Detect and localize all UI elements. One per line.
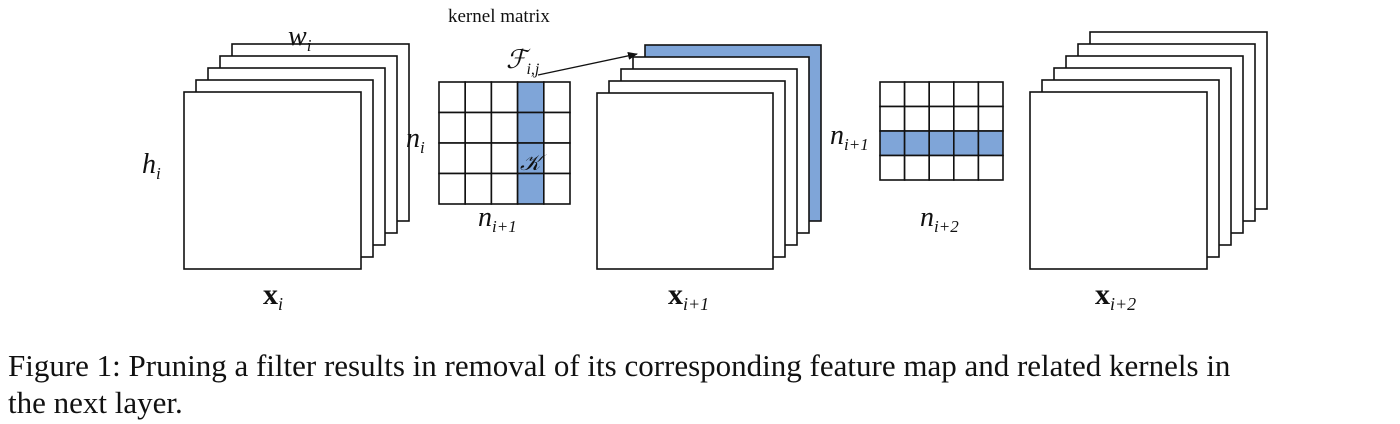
label-h-i: hi — [142, 149, 161, 183]
filter-arrow — [537, 51, 638, 76]
kernel-matrix-1 — [438, 81, 571, 205]
kernel-matrix-1-cell-2-2 — [490, 142, 519, 175]
kernel-matrix-1-cell-0-4 — [542, 81, 571, 114]
kernel-matrix-1-cell-0-1 — [464, 81, 493, 114]
kernel-matrix-1-cell-3-4 — [542, 172, 571, 205]
x-i-feature-maps — [183, 43, 410, 270]
label-x-i1: xi+1 — [668, 278, 709, 314]
label-w-i: wi — [288, 21, 312, 55]
kernel-matrix-2-cell-2-4 — [977, 130, 1004, 157]
kernel-matrix-2-cell-3-3 — [952, 154, 980, 181]
kernel-matrix-2-cell-2-2 — [928, 130, 955, 157]
kernel-matrix-2-cell-2-0 — [879, 130, 906, 157]
kernel-matrix-2-cell-2-3 — [952, 130, 980, 157]
x-i-map-0 — [183, 91, 362, 270]
kernel-matrix-2-cell-0-3 — [952, 81, 980, 108]
kernel-matrix-1-cell-3-3 — [516, 172, 545, 205]
x-i2-feature-maps — [1029, 31, 1268, 270]
label-n-i: ni — [406, 123, 425, 157]
label-x-i2: xi+2 — [1095, 278, 1136, 314]
kernel-matrix-2-cell-3-2 — [928, 154, 955, 181]
kernel-matrix-1-cell-3-1 — [464, 172, 493, 205]
caption-line-1: Figure 1: Pruning a filter results in re… — [8, 348, 1231, 383]
kernel-matrix-1-cell-3-2 — [490, 172, 519, 205]
label-n-i2: ni+2 — [920, 202, 959, 236]
kernel-matrix-2-cell-0-0 — [879, 81, 906, 108]
x-i1-map-0 — [596, 92, 774, 270]
label-n-i1-bottom: ni+1 — [478, 202, 517, 236]
kernel-matrix-2-cell-1-1 — [903, 105, 930, 132]
kernel-matrix-1-cell-2-4 — [542, 142, 571, 175]
kernel-matrix-2-cell-1-0 — [879, 105, 906, 132]
kernel-matrix-2-cell-1-3 — [952, 105, 980, 132]
kernel-matrix-1-cell-1-0 — [438, 111, 467, 144]
kernel-matrix-1-cell-1-1 — [464, 111, 493, 144]
kernel-matrix-2-cell-3-4 — [977, 154, 1004, 181]
kernel-matrix-1-cell-0-2 — [490, 81, 519, 114]
kernel-matrix-2-cell-3-1 — [903, 154, 930, 181]
kernel-matrix-label: kernel matrix — [448, 6, 550, 27]
kernel-matrix-1-cell-1-4 — [542, 111, 571, 144]
kernel-matrix-1-cell-0-0 — [438, 81, 467, 114]
kernel-matrix-2 — [879, 81, 1004, 181]
label-x-i: xi — [263, 278, 283, 314]
kernel-matrix-1-cell-3-0 — [438, 172, 467, 205]
kernel-matrix-2-cell-2-1 — [903, 130, 930, 157]
x-i1-feature-maps — [596, 44, 822, 270]
kernel-matrix-1-cell-2-1 — [464, 142, 493, 175]
kernel-matrix-2-cell-1-2 — [928, 105, 955, 132]
kernel-matrix-2-cell-0-2 — [928, 81, 955, 108]
kernel-matrix-2-cell-0-1 — [903, 81, 930, 108]
kernel-matrix-2-cell-3-0 — [879, 154, 906, 181]
kernel-matrix-1-cell-1-3 — [516, 111, 545, 144]
x-i2-map-0 — [1029, 91, 1208, 270]
kernel-matrix-1-cell-2-0 — [438, 142, 467, 175]
kernel-matrix-1-cell-0-3 — [516, 81, 545, 114]
kernel-matrix-2-cell-0-4 — [977, 81, 1004, 108]
caption-line-2: the next layer. — [8, 385, 183, 420]
label-F-ij: ℱi,j — [506, 45, 540, 78]
label-n-i1-side: ni+1 — [830, 120, 869, 154]
kernel-matrix-2-cell-1-4 — [977, 105, 1004, 132]
kernel-matrix-1-cell-1-2 — [490, 111, 519, 144]
figure-caption: Figure 1: Pruning a filter results in re… — [8, 347, 1400, 421]
pruning-diagram: kernel matrix wi hi ni ni+1 ni+1 ni+2 ℱi… — [142, 6, 1268, 314]
